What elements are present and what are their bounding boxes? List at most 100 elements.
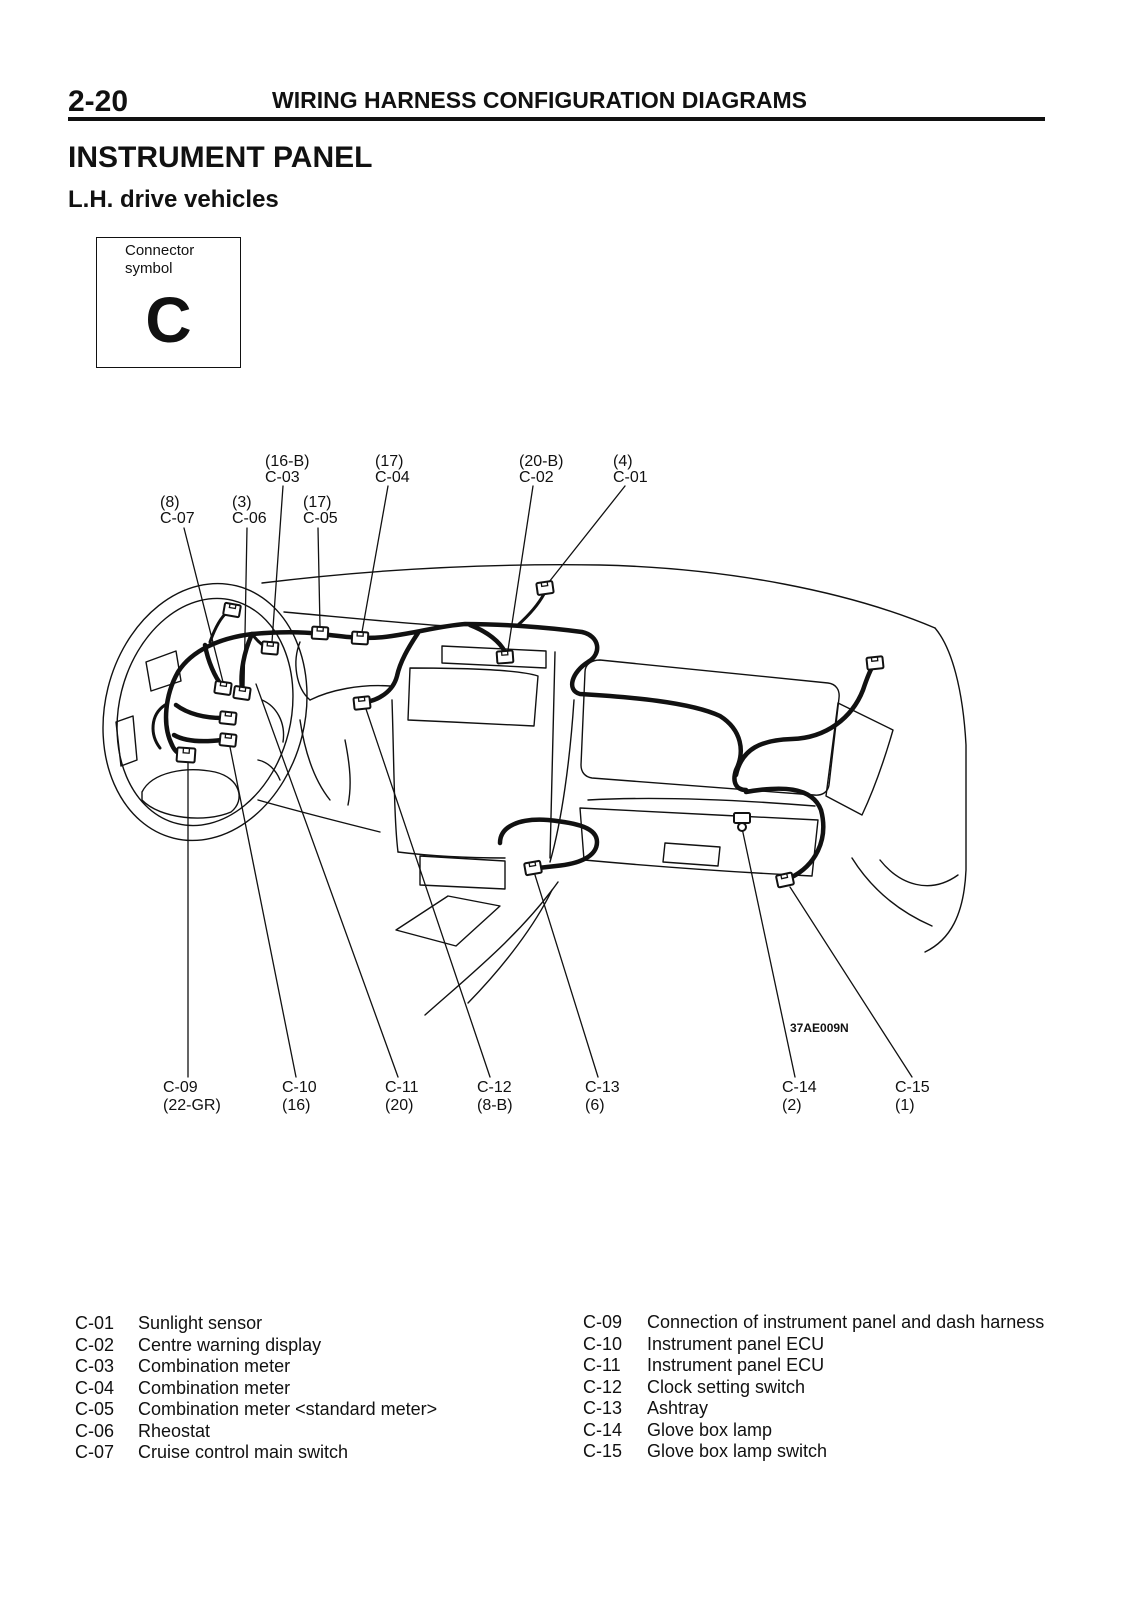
connector-c14 (733, 812, 751, 832)
connector-symbol-box: Connector symbol C (96, 237, 241, 368)
connector-body (213, 680, 233, 696)
harness-lower-loop (497, 817, 600, 871)
callout-c12: C-12 (8-B) (477, 1079, 513, 1114)
connector-latch (500, 650, 509, 656)
steering-wheel-pad (145, 650, 182, 692)
connector-latch (870, 656, 879, 663)
legend-code: C-01 (75, 1313, 115, 1333)
callout-pins: (16-B) (265, 453, 309, 470)
connector-latch (219, 681, 228, 688)
connector-body (495, 649, 515, 665)
center-display-recess (407, 667, 539, 727)
callout-c15: C-15 (1) (895, 1079, 930, 1114)
callout-pins: (2) (782, 1097, 802, 1114)
callout-id: C-09 (163, 1079, 198, 1096)
callout-id: C-13 (585, 1079, 620, 1096)
connector-latch (540, 581, 549, 588)
connector-c02 (495, 649, 515, 665)
callout-id: C-04 (375, 469, 410, 486)
connector-right (865, 655, 885, 671)
leader-c12 (365, 708, 491, 1078)
connector-body (535, 580, 555, 596)
callout-pins: (16) (282, 1097, 310, 1114)
glove-upper-compartment (580, 659, 840, 796)
section-title: INSTRUMENT PANEL (68, 141, 373, 174)
leader-c14 (741, 827, 796, 1078)
dashboard-right-side (924, 627, 967, 953)
legend-code: C-07 (75, 1442, 115, 1462)
dashboard-left-crease (344, 739, 351, 806)
lamp-bulb (737, 822, 747, 832)
connector-body (350, 630, 370, 646)
callout-pins: (17) (375, 453, 403, 470)
connector-latch (238, 686, 247, 693)
legend-name: Clock setting switch (647, 1376, 806, 1397)
leader-c01 (548, 485, 626, 583)
leader-c11 (255, 683, 399, 1078)
connector-latch (780, 873, 789, 880)
connector-body (218, 732, 238, 748)
connector-latch (356, 631, 364, 637)
legend-name: Instrument panel ECU (647, 1333, 825, 1354)
legend-code: C-03 (75, 1356, 115, 1376)
connector-c13 (523, 859, 543, 877)
dashboard-pad-edge (283, 611, 447, 627)
callout-c04: (17) C-04 (375, 453, 410, 486)
legend-name: Sunlight sensor (138, 1313, 263, 1333)
steering-wheel-rim-inner (116, 597, 294, 827)
connector-body (865, 655, 885, 671)
page-number: 2-20 (68, 85, 129, 118)
connector-c04 (350, 630, 370, 646)
callout-id: C-06 (232, 510, 267, 527)
callout-id: C-03 (265, 469, 300, 486)
connector-c15 (775, 871, 795, 889)
callout-c13: C-13 (6) (585, 1079, 620, 1114)
legend-code: C-04 (75, 1377, 115, 1398)
dashboard-right-lower (851, 857, 933, 927)
callout-pins: (1) (895, 1097, 915, 1114)
connector-c10 (218, 732, 238, 748)
callout-c10: C-10 (16) (282, 1079, 317, 1114)
connector-symbol-caption: symbol (125, 260, 173, 277)
connector-latch (224, 733, 233, 740)
legend-name: Glove box lamp (647, 1419, 773, 1440)
header-rule (68, 117, 1045, 121)
legend-name: Rheostat (138, 1420, 211, 1441)
legend-code: C-15 (583, 1441, 623, 1461)
callout-c14: C-14 (2) (782, 1079, 817, 1114)
legend-code: C-11 (583, 1355, 621, 1375)
callout-c03: (16-B) C-03 (265, 453, 309, 486)
legend-row: C-04 Combination meter (75, 1378, 437, 1400)
connector-body (232, 685, 252, 701)
legend-name: Centre warning display (138, 1334, 322, 1355)
meter-hood (295, 641, 311, 701)
connector-c01 (535, 580, 555, 596)
glove-box-door (579, 807, 819, 877)
callout-pins: (4) (613, 453, 633, 470)
legend-row: C-15 Glove box lamp switch (583, 1441, 1044, 1463)
callout-id: C-12 (477, 1079, 512, 1096)
dashboard-lower-line (587, 797, 816, 807)
steering-wheel-right-spoke (261, 699, 285, 743)
leader-c03 (271, 485, 284, 643)
legend-code: C-09 (583, 1312, 623, 1332)
legend-name: Combination meter (138, 1377, 291, 1398)
callout-c09: C-09 (22-GR) (163, 1079, 221, 1114)
legend-name: Glove box lamp switch (647, 1441, 828, 1461)
connectors (175, 580, 885, 889)
callout-pins: (8) (160, 494, 180, 511)
connector-c06 (232, 685, 252, 701)
connector-latch (266, 641, 275, 647)
harness-right-branch (733, 661, 877, 778)
right-vent (825, 702, 894, 816)
center-stack-right (549, 651, 556, 859)
